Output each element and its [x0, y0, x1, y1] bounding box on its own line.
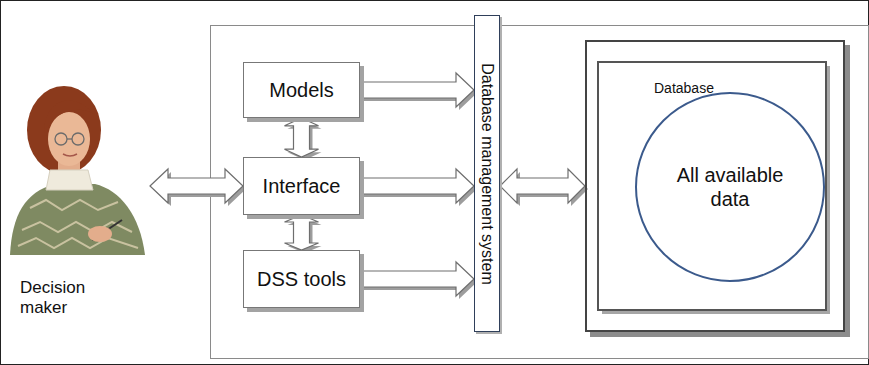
- block-arrow: [360, 169, 474, 203]
- block-arrow: [360, 262, 474, 296]
- node-label: Interface: [263, 175, 341, 198]
- hair: [27, 86, 101, 174]
- glasses: [72, 133, 84, 145]
- block-arrow: [285, 215, 319, 250]
- process-box: Interface: [243, 157, 360, 215]
- hair-fringe: [44, 101, 94, 136]
- glasses-bridge: [67, 138, 72, 139]
- person-illustration: [10, 86, 145, 255]
- block-arrow: [150, 169, 246, 206]
- dbms-band: Database management system: [474, 15, 500, 332]
- system-panel: [211, 26, 869, 359]
- block-arrow: [285, 215, 322, 253]
- glasses: [55, 133, 67, 145]
- process-box: DSS tools: [243, 250, 360, 308]
- block-arrow: [500, 169, 588, 206]
- block-arrow: [360, 169, 477, 206]
- node-label: Decision maker: [20, 278, 130, 319]
- block-arrow: [360, 73, 474, 107]
- database-box: DatabaseAll available data: [585, 40, 845, 332]
- sweater-pattern: [18, 238, 138, 248]
- decision-maker: Decision maker: [0, 85, 150, 325]
- node-label: DSS tools: [257, 268, 346, 291]
- block-arrow: [150, 169, 243, 203]
- block-arrow: [360, 262, 477, 299]
- node-label: All available data: [665, 163, 795, 211]
- node-label: Database management system: [478, 63, 496, 284]
- sweater-pattern: [30, 200, 118, 210]
- block-arrow: [285, 118, 322, 160]
- circle-outline: [635, 92, 825, 282]
- node-label: Database: [654, 80, 714, 96]
- data-circle: All available data: [635, 92, 825, 282]
- block-arrow: [285, 118, 319, 157]
- collar: [46, 170, 93, 190]
- node-label: Models: [269, 79, 333, 102]
- mouth: [63, 154, 77, 156]
- hand: [88, 226, 112, 242]
- block-arrow: [500, 169, 585, 203]
- block-arrow: [360, 73, 477, 110]
- circle-outline: [636, 93, 824, 281]
- sweater: [10, 184, 145, 255]
- process-box: Models: [243, 62, 360, 118]
- face: [48, 112, 90, 166]
- inner-frame: [598, 62, 826, 310]
